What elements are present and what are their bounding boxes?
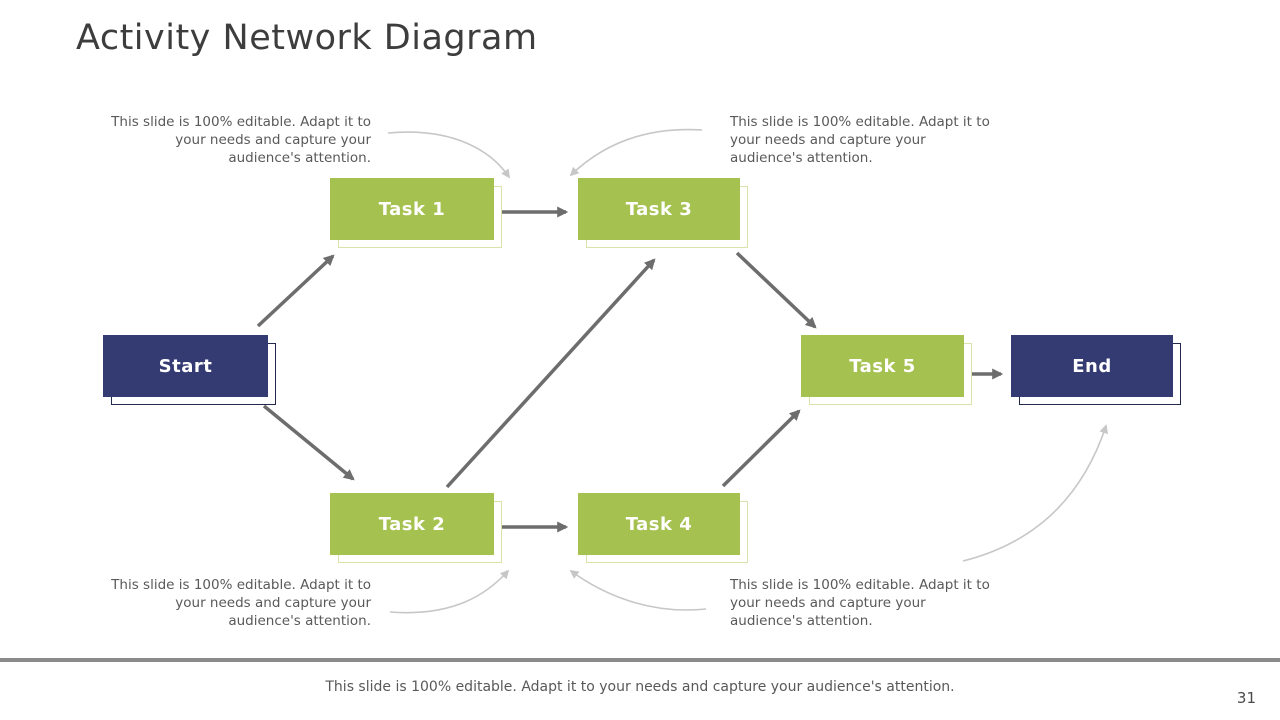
footer-text: This slide is 100% editable. Adapt it to… [325, 679, 955, 695]
annotation-arrow-top-left [387, 131, 511, 179]
arrow-task2-to-task3 [445, 258, 656, 489]
arrow-start-to-task2 [262, 404, 355, 481]
node-task-3: Task 3 [578, 178, 748, 248]
arrow-start-to-task1 [256, 254, 335, 328]
node-label: Start [158, 355, 213, 377]
annotation-bottom-right: This slide is 100% editable. Adapt it to… [730, 577, 990, 629]
node-face: Task 4 [578, 493, 740, 555]
page-title: Activity Network Diagram [76, 18, 538, 58]
arrow-task4-to-task5 [721, 409, 801, 488]
annotation-arrow-to-end [962, 424, 1108, 562]
node-label: Task 3 [625, 198, 693, 220]
annotation-arrow-top-right [569, 128, 703, 177]
node-face: End [1011, 335, 1173, 397]
annotation-arrow-bottom-left [389, 569, 510, 614]
node-face: Task 3 [578, 178, 740, 240]
node-label: Task 5 [849, 355, 916, 377]
node-start: Start [103, 335, 276, 405]
footer-divider [0, 658, 1280, 662]
node-face: Task 2 [330, 493, 494, 555]
node-label: Task 4 [625, 513, 693, 535]
node-face: Task 5 [801, 335, 964, 397]
annotation-top-right: This slide is 100% editable. Adapt it to… [730, 114, 990, 166]
node-task-4: Task 4 [578, 493, 748, 563]
page-number: 31 [1236, 689, 1256, 707]
annotation-arrow-bottom-right [569, 569, 707, 611]
annotation-top-left: This slide is 100% editable. Adapt it to… [111, 114, 371, 166]
node-end: End [1011, 335, 1181, 405]
node-label: Task 1 [378, 198, 446, 220]
node-task-1: Task 1 [330, 178, 502, 248]
annotation-bottom-left: This slide is 100% editable. Adapt it to… [111, 577, 371, 629]
node-label: End [1072, 355, 1112, 377]
node-face: Task 1 [330, 178, 494, 240]
arrow-task3-to-task5 [735, 251, 817, 329]
node-task-2: Task 2 [330, 493, 502, 563]
node-face: Start [103, 335, 268, 397]
node-task-5: Task 5 [801, 335, 972, 405]
node-label: Task 2 [378, 513, 446, 535]
